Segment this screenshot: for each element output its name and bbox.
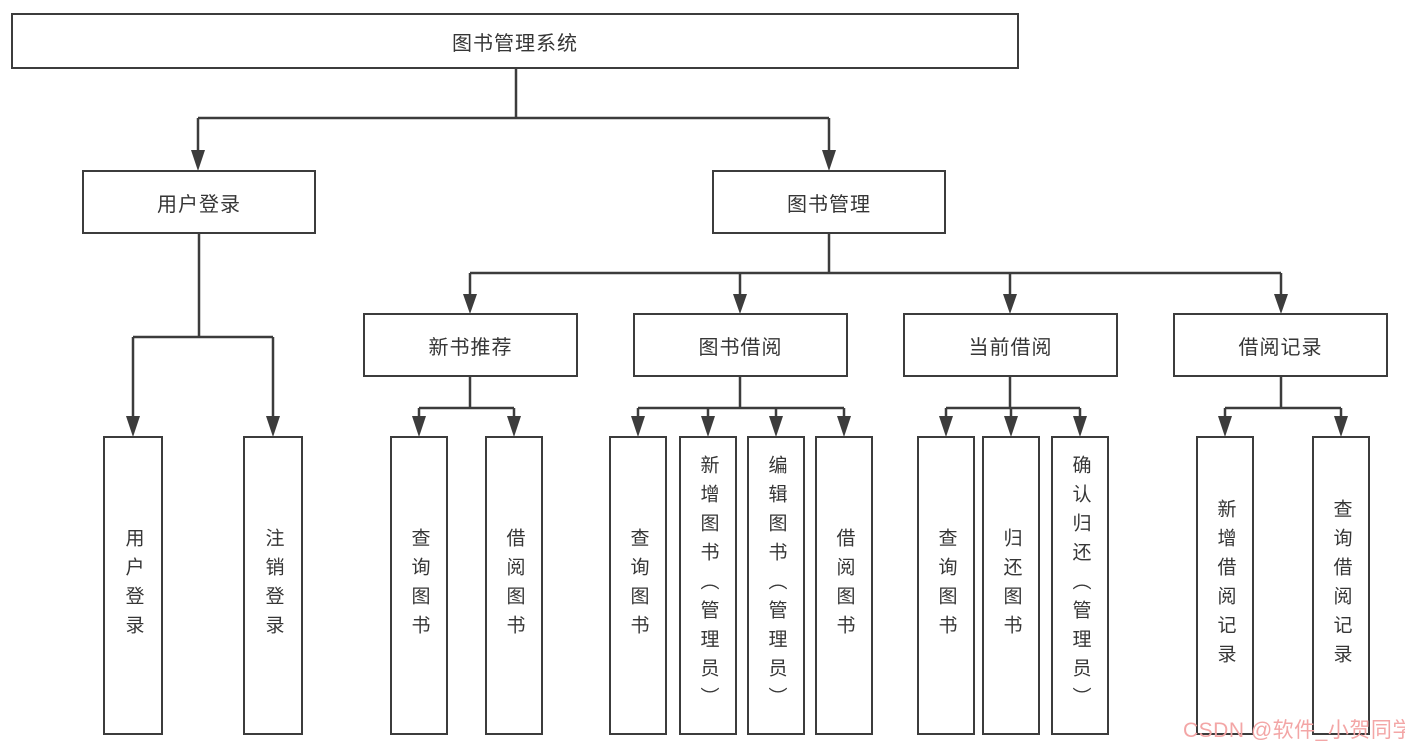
- node-label: 借阅图书: [833, 527, 855, 644]
- node-label: 归还图书: [1000, 527, 1022, 644]
- node-label: 确认归还（管理员）: [1069, 455, 1091, 716]
- node-label: 编辑图书（管理员）: [765, 455, 787, 716]
- node-library-management-system: 图书管理系统: [11, 13, 1019, 69]
- node-current-borrowing: 当前借阅: [903, 313, 1118, 377]
- leaf-borrow-books: 借阅图书: [815, 436, 873, 735]
- node-label: 当前借阅: [968, 336, 1053, 359]
- node-label: 图书管理系统: [452, 32, 578, 55]
- node-label: 查询图书: [935, 527, 957, 644]
- node-label: 注销登录: [262, 527, 284, 644]
- leaf-user-login: 用户登录: [103, 436, 163, 735]
- node-label: 查询借阅记录: [1330, 498, 1352, 673]
- node-label: 用户登录: [122, 527, 144, 644]
- node-label: 查询图书: [627, 527, 649, 644]
- node-book-management: 图书管理: [712, 170, 946, 234]
- node-label: 图书借阅: [698, 336, 783, 359]
- leaf-edit-books-admin: 编辑图书（管理员）: [747, 436, 805, 735]
- node-label: 图书管理: [787, 193, 871, 216]
- node-new-book-recommendation: 新书推荐: [363, 313, 578, 377]
- leaf-query-books-recommend: 查询图书: [390, 436, 448, 735]
- leaf-return-books: 归还图书: [982, 436, 1040, 735]
- node-borrowing-records: 借阅记录: [1173, 313, 1388, 377]
- connector-path: [131, 69, 1343, 417]
- node-label: 新增图书（管理员）: [697, 455, 719, 716]
- node-label: 借阅图书: [503, 527, 525, 644]
- node-user-login: 用户登录: [82, 170, 316, 234]
- leaf-query-books-borrow: 查询图书: [609, 436, 667, 735]
- node-book-borrowing: 图书借阅: [633, 313, 848, 377]
- node-label: 查询图书: [408, 527, 430, 644]
- leaf-logout: 注销登录: [243, 436, 303, 735]
- leaf-add-borrow-record: 新增借阅记录: [1196, 436, 1254, 735]
- node-label: 新书推荐: [428, 336, 513, 359]
- leaf-add-books-admin: 新增图书（管理员）: [679, 436, 737, 735]
- leaf-query-books-current: 查询图书: [917, 436, 975, 735]
- leaf-borrow-books-recommend: 借阅图书: [485, 436, 543, 735]
- csdn-watermark: CSDN @软件_小贺同学: [1183, 719, 1405, 742]
- node-label: 新增借阅记录: [1214, 498, 1236, 673]
- leaf-query-borrow-record: 查询借阅记录: [1312, 436, 1370, 735]
- node-label: 借阅记录: [1238, 336, 1323, 359]
- leaf-confirm-return-admin: 确认归还（管理员）: [1051, 436, 1109, 735]
- node-label: 用户登录: [157, 193, 241, 216]
